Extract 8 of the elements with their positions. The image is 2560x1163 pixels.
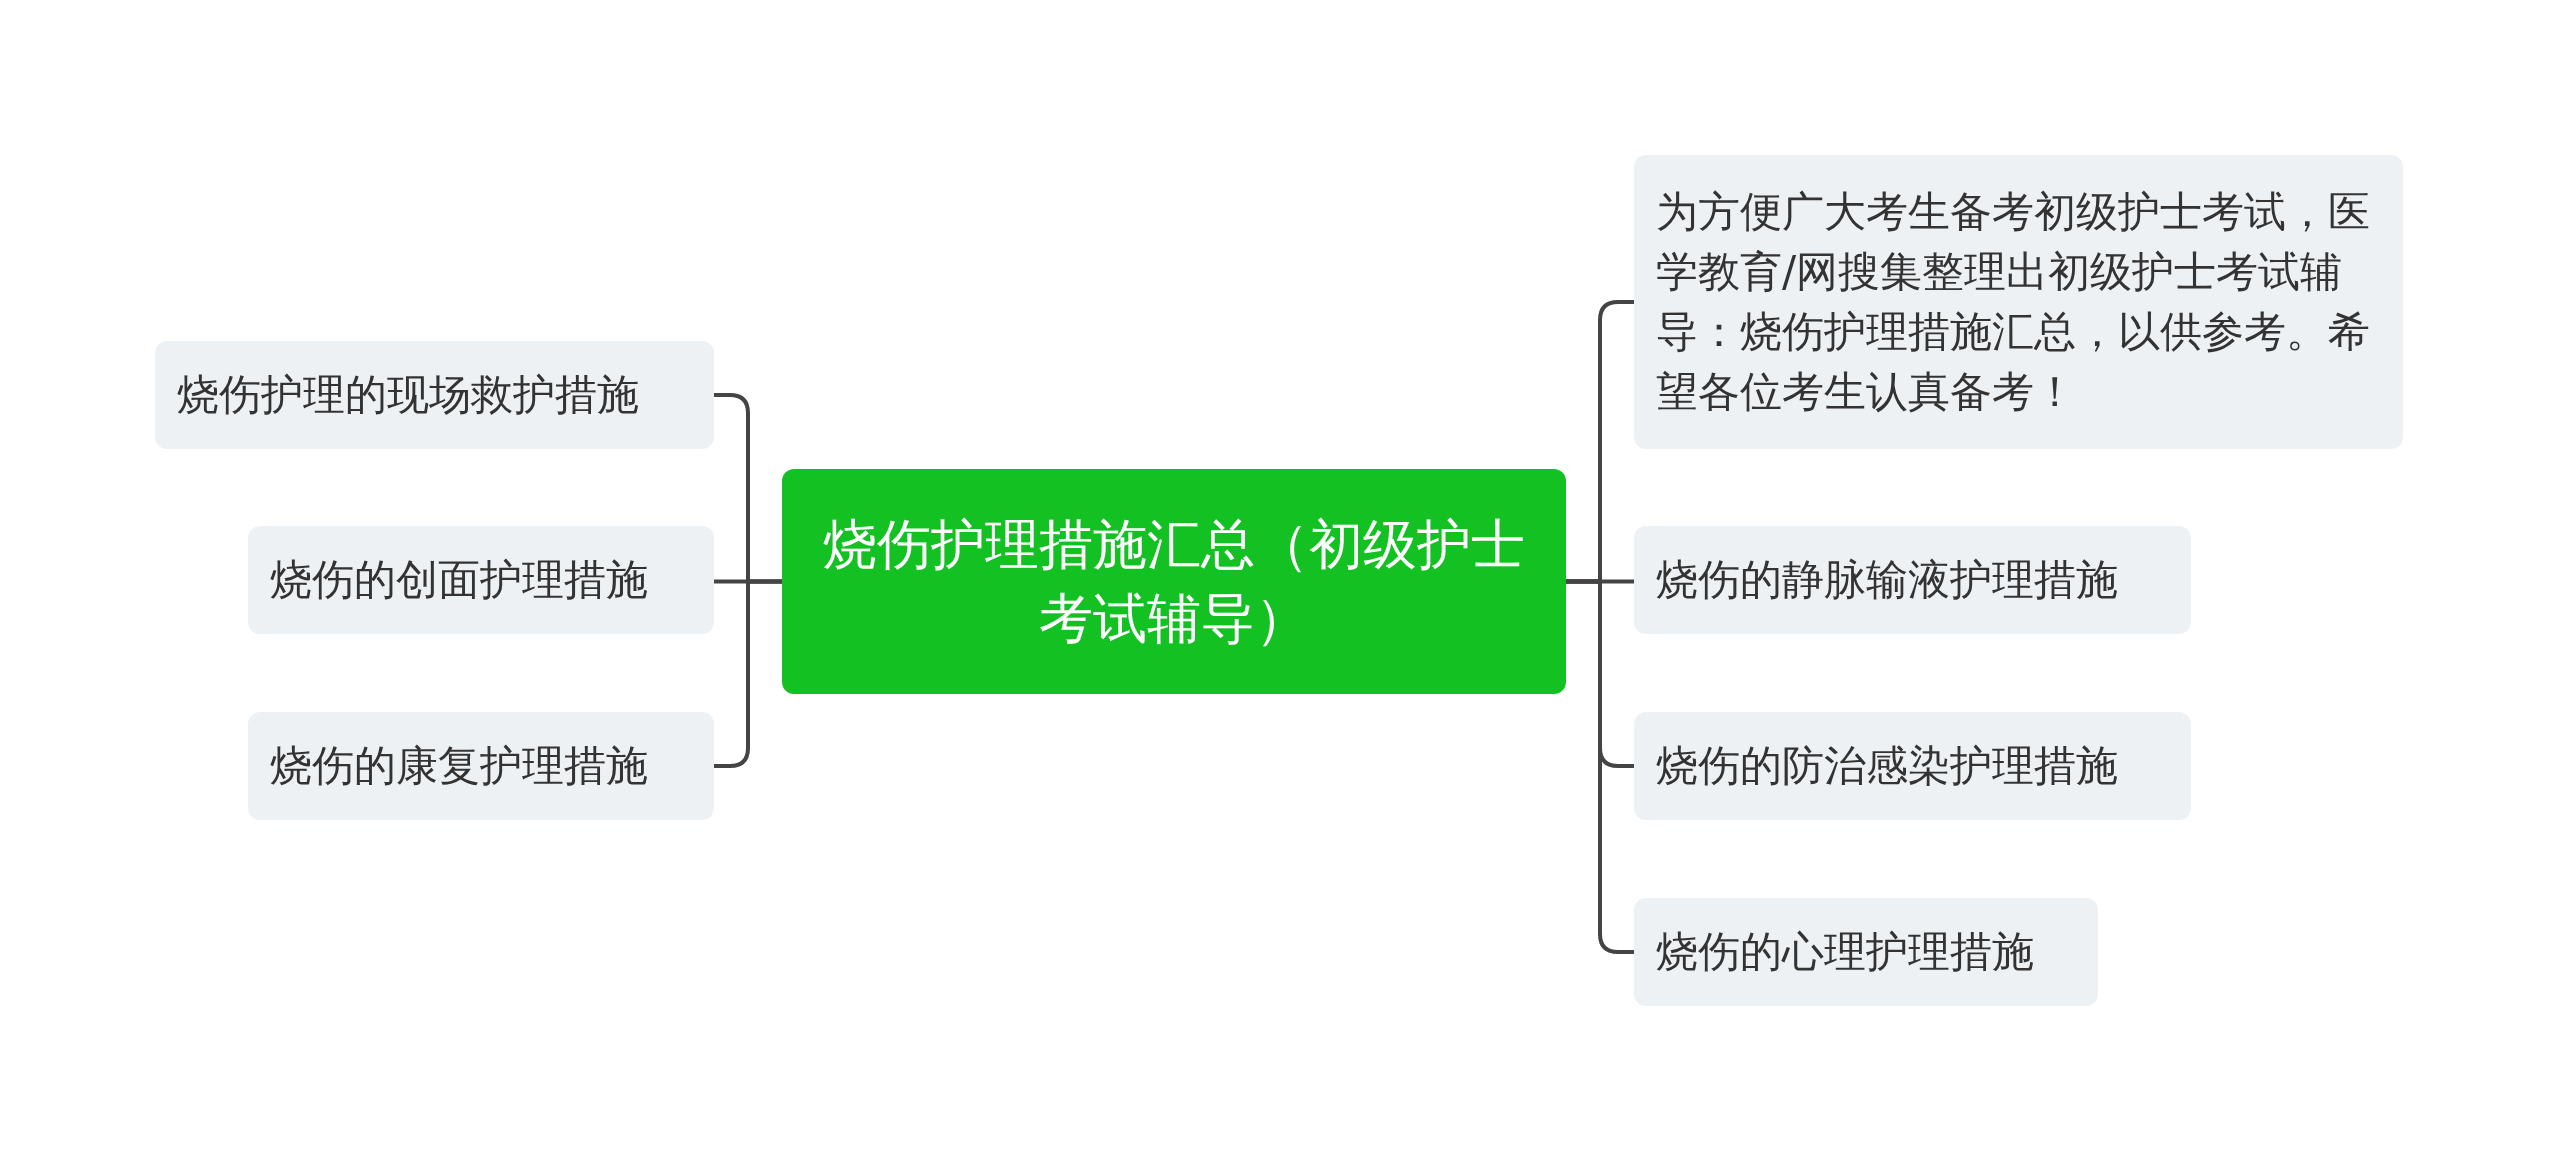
topic-box: 烧伤护理的现场救护措施 [155, 341, 714, 449]
topic-box: 烧伤的防治感染护理措施 [1634, 712, 2191, 820]
center-topic-box: 烧伤护理措施汇总（初级护士考试辅导） [782, 469, 1566, 694]
topic-box: 为方便广大考生备考初级护士考试，医学教育/网搜集整理出初级护士考试辅导：烧伤护理措施汇总，以供参考。希望各位考生认真备考！ [1634, 155, 2403, 449]
topic-box: 烧伤的创面护理措施 [248, 526, 714, 634]
topic-box: 烧伤的心理护理措施 [1634, 898, 2098, 1006]
topic-box: 烧伤的静脉输液护理措施 [1634, 526, 2191, 634]
topic-box: 烧伤的康复护理措施 [248, 712, 714, 820]
